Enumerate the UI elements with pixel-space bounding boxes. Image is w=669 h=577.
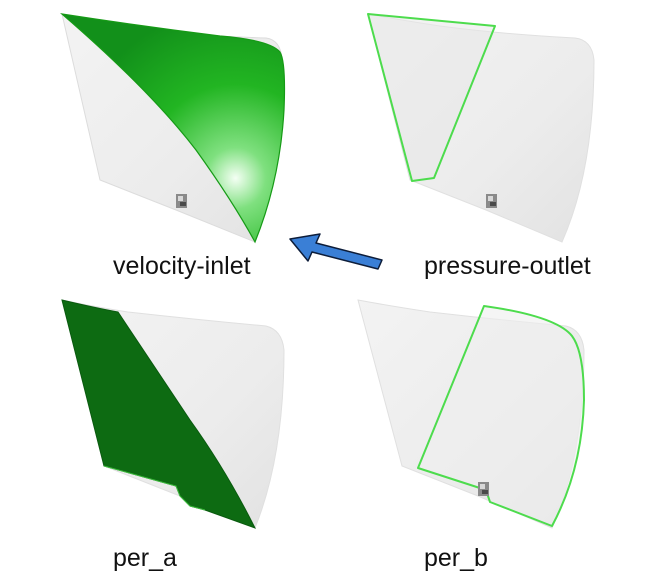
outlet-face-outline (367, 13, 496, 182)
hub-icon (486, 194, 497, 208)
caption-per-a: per_a (113, 544, 177, 572)
caption-velocity-inlet: velocity-inlet (113, 252, 251, 280)
panel-pressure-outlet (367, 13, 595, 243)
left-arrow-icon (289, 233, 383, 270)
periodic-face-edge (103, 465, 206, 511)
panel-per-a (61, 299, 285, 529)
hub-icon (478, 482, 489, 496)
caption-pressure-outlet: pressure-outlet (424, 252, 591, 280)
caption-per-b: per_b (424, 544, 488, 572)
panel-velocity-inlet (60, 13, 286, 244)
panel-per-b (357, 299, 585, 529)
inlet-face (60, 13, 286, 244)
periodic-face-a (61, 299, 257, 529)
hub-icon (176, 194, 187, 208)
periodic-face-b-outline (417, 305, 585, 527)
